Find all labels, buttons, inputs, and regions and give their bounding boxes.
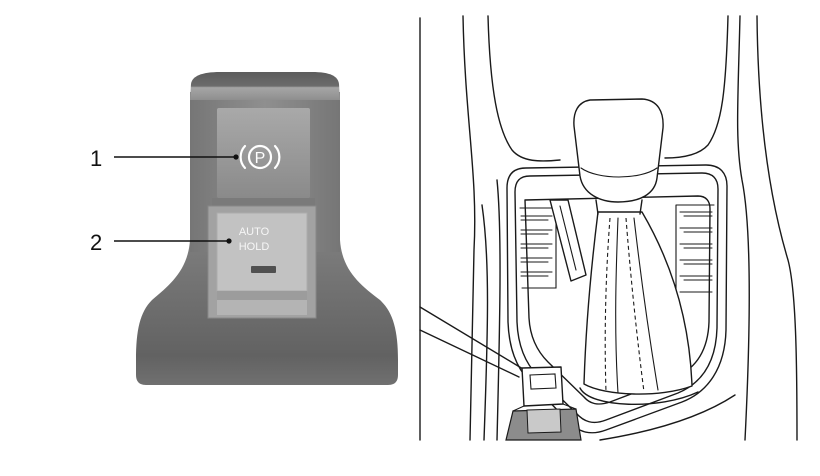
console-right-middle xyxy=(738,16,750,440)
console-drawing xyxy=(420,16,797,440)
console-switch-top xyxy=(522,367,563,406)
auto-hold-switch[interactable]: AUTO HOLD xyxy=(208,206,316,318)
console-left-panel-b xyxy=(497,180,500,440)
console-switch-lower-button xyxy=(527,409,561,433)
console-left-panel-a xyxy=(482,205,488,440)
switch-top-cap xyxy=(190,72,340,100)
parking-brake-icon-letter: P xyxy=(255,150,266,167)
console-right-outer xyxy=(757,16,797,440)
callout-number-1: 1 xyxy=(90,146,102,171)
callout-number-2: 2 xyxy=(90,230,102,255)
switch-assembly: P AUTO HOLD xyxy=(136,72,398,385)
auto-hold-label-line2: HOLD xyxy=(239,241,270,253)
console-left-inner xyxy=(488,16,560,161)
leader-dot-2 xyxy=(226,238,231,243)
auto-hold-indicator xyxy=(251,266,276,273)
auto-hold-lip xyxy=(217,291,307,300)
leader-dot-1 xyxy=(233,154,238,159)
switch-divider xyxy=(212,198,315,206)
auto-hold-lower xyxy=(217,300,307,315)
parking-brake-switch[interactable]: P xyxy=(217,108,310,198)
auto-hold-label-line1: AUTO xyxy=(239,226,270,238)
console-left-outer xyxy=(463,16,475,440)
shift-knob xyxy=(574,99,663,202)
console-right-inner xyxy=(665,16,728,158)
